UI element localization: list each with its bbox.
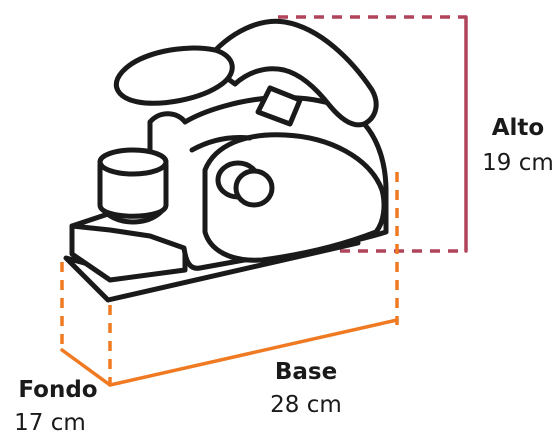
trigger-switch: [255, 85, 303, 127]
depth-dimension: [60, 262, 112, 387]
chip-exhaust-port: [233, 168, 275, 208]
body-seam: [189, 135, 253, 153]
base-dimension: [108, 172, 399, 387]
rear-handle: [202, 18, 379, 128]
depth-title: Fondo: [18, 377, 97, 403]
base-measure-line: [108, 318, 399, 387]
base-value: 28 cm: [270, 392, 342, 418]
height-dimension: [278, 15, 468, 253]
depth-value: 17 cm: [14, 410, 86, 435]
height-title: Alto: [492, 115, 544, 141]
base-plate-edge: [69, 223, 188, 283]
base-title: Base: [275, 359, 337, 385]
handle-grip: [114, 45, 235, 106]
height-value: 19 cm: [482, 150, 554, 176]
depth-measure-line: [60, 348, 112, 387]
planer-illustration: [63, 18, 389, 303]
depth-knob-top: [97, 147, 169, 177]
